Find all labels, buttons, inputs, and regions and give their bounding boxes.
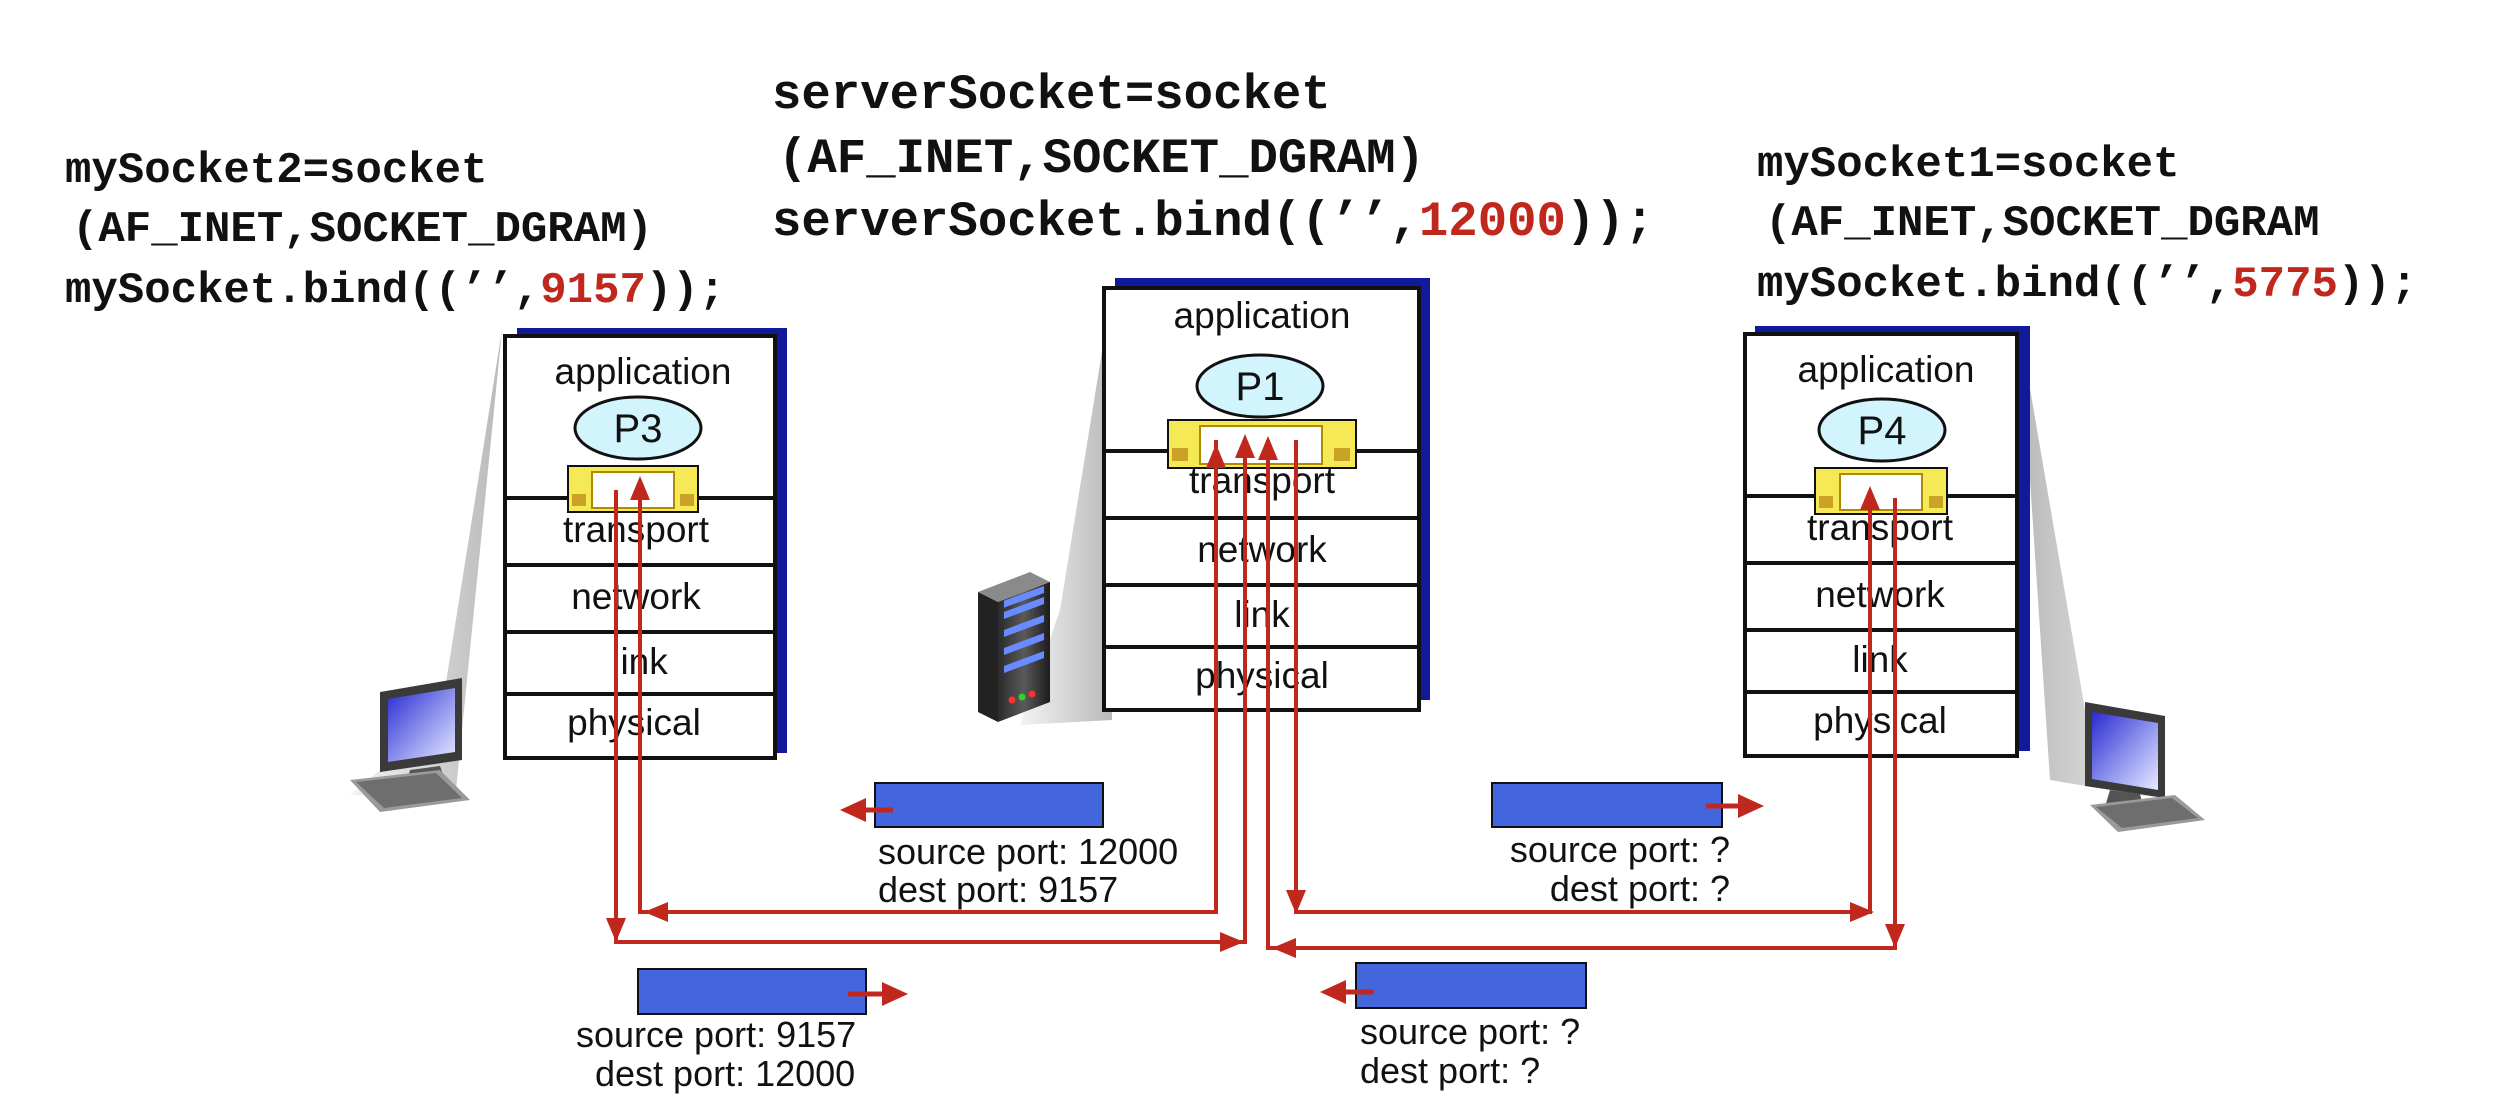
process-p1 [1195, 353, 1325, 419]
left-code-line1: mySocket2=socket [65, 146, 487, 196]
server-layer-link: link [1234, 594, 1290, 635]
right-code-line2: (AF_INET,SOCKET_DGRAM [1765, 199, 2320, 249]
segment-server-to-p4: source port: ? dest port: ? [1491, 782, 1764, 909]
segment-source-port: source port: 9157 [576, 1014, 856, 1055]
segment-server-to-p3: source port: 12000 dest port: 9157 [840, 782, 1178, 910]
arrow-server-to-p4 [1266, 440, 1897, 950]
left-layer-application: application [555, 351, 732, 392]
right-socket [1814, 467, 1948, 515]
server-port-number: 12000 [1419, 194, 1566, 250]
left-code-block: mySocket2=socket (AF_INET,SOCKET_DGRAM) … [65, 146, 725, 316]
segment-source-port: source port: ? [1360, 1011, 1580, 1052]
arrow-p4-to-server [1294, 440, 1872, 914]
left-code-line3-suffix: )); [646, 266, 725, 316]
segment-arrowhead [840, 798, 866, 822]
segment-box [1491, 782, 1723, 828]
segment-dest-port: dest port: ? [1550, 868, 1730, 909]
segment-dest-port: dest port: ? [1360, 1050, 1540, 1091]
server-layer-application: application [1174, 295, 1351, 336]
left-host: application transport network link physi… [350, 328, 787, 812]
left-port-number: 9157 [540, 266, 646, 316]
right-code-line1: mySocket1=socket [1757, 140, 2179, 190]
right-host-beam [2020, 330, 2170, 800]
segment-dest-port: dest port: 12000 [595, 1053, 855, 1094]
left-layer-physical: physical [567, 702, 701, 743]
server-protocol-stack: application transport network link physi… [1102, 286, 1421, 712]
server-code-line3: serverSocket.bind((’’,12000)); [772, 194, 1654, 250]
segment-arrowhead [1320, 980, 1346, 1004]
segment-arrowhead [1738, 794, 1764, 818]
left-code-line3-prefix: mySocket.bind((’’, [65, 266, 540, 316]
server-code-block: serverSocket=socket (AF_INET,SOCKET_DGRA… [772, 67, 1654, 250]
right-code-line3: mySocket.bind((’’,5775)); [1757, 260, 2417, 310]
right-protocol-stack: application transport network link physi… [1743, 332, 2019, 758]
flow-arrows [606, 434, 1905, 958]
right-layer-network: network [1815, 574, 1945, 615]
server-beam [1020, 290, 1112, 725]
left-host-beam [350, 330, 502, 800]
left-code-line3: mySocket.bind((’’,9157)); [65, 266, 725, 316]
server-code-line3-suffix: )); [1566, 194, 1654, 250]
segment-dest-port: dest port: 9157 [878, 869, 1118, 910]
server-code-line3-prefix: serverSocket.bind((’’, [772, 194, 1419, 250]
server-code-line1: serverSocket=socket [772, 67, 1331, 123]
process-p3-label: P3 [614, 407, 663, 451]
segment-arrowhead [882, 982, 908, 1006]
server-host: application transport network link physi… [978, 278, 1430, 725]
right-layer-application: application [1798, 349, 1975, 390]
segment-box [874, 782, 1104, 828]
segment-p4-to-server: source port: ? dest port: ? [1320, 962, 1587, 1091]
arrow-server-to-p3 [638, 440, 1218, 914]
server-layer-network: network [1197, 529, 1327, 570]
right-code-block: mySocket1=socket (AF_INET,SOCKET_DGRAM m… [1757, 140, 2417, 310]
desktop-computer-icon [350, 678, 470, 812]
server-code-line2: (AF_INET,SOCKET_DGRAM) [778, 131, 1425, 187]
segment-p3-to-server: source port: 9157 dest port: 12000 [576, 968, 908, 1094]
server-socket [1167, 419, 1357, 469]
arrow-p3-to-server [614, 440, 1247, 944]
process-p4 [1817, 397, 1947, 463]
process-p4-label: P4 [1858, 409, 1907, 453]
process-p1-label: P1 [1236, 365, 1285, 409]
segment-source-port: source port: 12000 [878, 831, 1178, 872]
process-p3 [573, 395, 703, 461]
right-layer-physical: physical [1813, 700, 1947, 741]
right-host: application transport network link physi… [1743, 326, 2205, 832]
segment-box [637, 968, 867, 1015]
right-layer-link: link [1852, 639, 1908, 680]
right-code-line3-suffix: )); [2338, 260, 2417, 310]
server-icon [978, 572, 1050, 722]
left-layer-network: network [571, 576, 701, 617]
right-code-line3-prefix: mySocket.bind((’’, [1757, 260, 2232, 310]
left-socket [567, 465, 699, 513]
right-port-number: 5775 [2232, 260, 2338, 310]
left-layer-transport: transport [563, 509, 710, 550]
desktop-computer-icon [2085, 702, 2205, 832]
segment-source-port: source port: ? [1510, 829, 1730, 870]
left-code-line2: (AF_INET,SOCKET_DGRAM) [72, 205, 653, 255]
segment-box [1355, 962, 1587, 1009]
